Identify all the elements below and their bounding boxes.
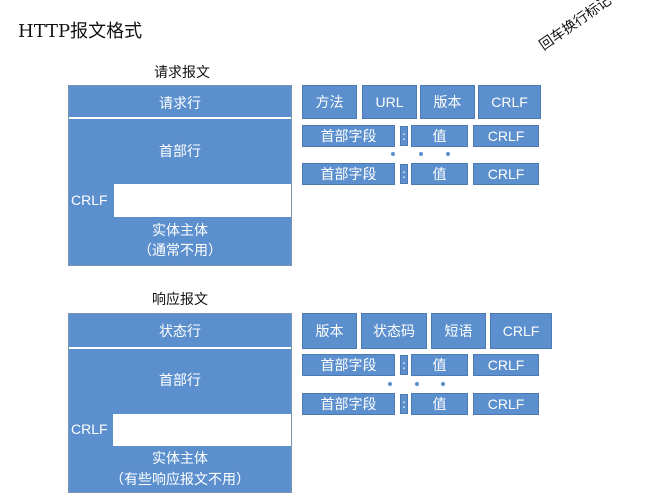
request-header-value-box-1: 值 — [411, 125, 468, 147]
response-header-colon-box-2: : — [400, 394, 408, 414]
request-header-crlf-box-2: CRLF — [473, 163, 539, 185]
response-header-colon-box-1: : — [400, 355, 408, 375]
request-header-field-box-1: 首部字段 — [302, 125, 395, 147]
request-header-value-box-2: 值 — [411, 163, 468, 185]
response-message-panel: 状态行 首部行 CRLF 实体主体 （有些响应报文不用） — [68, 313, 292, 493]
response-section-title: 响应报文 — [152, 292, 208, 308]
request-method-box: 方法 — [302, 85, 357, 119]
response-status-line-crlf-box: CRLF — [490, 313, 552, 349]
response-header-field-box-2: 首部字段 — [302, 393, 395, 415]
request-entity-body-label: 实体主体 — [152, 223, 208, 239]
request-header-colon-box-2: : — [400, 164, 408, 184]
request-message-panel: 请求行 首部行 CRLF 实体主体 （通常不用） — [68, 85, 292, 266]
response-header-field-box-1: 首部字段 — [302, 354, 395, 376]
request-line-divider — [69, 117, 291, 119]
response-ellipsis-dot-3 — [441, 382, 445, 386]
response-ellipsis-dot-1 — [388, 382, 392, 386]
request-empty-line-area — [114, 184, 291, 217]
response-status-line-label: 状态行 — [159, 324, 201, 340]
request-header-colon-box-1: : — [400, 126, 408, 146]
response-header-value-box-2: 值 — [411, 393, 468, 415]
request-url-box: URL — [362, 85, 417, 119]
crlf-note-label: 回车换行标记 — [536, 0, 615, 54]
response-ellipsis-dot-2 — [415, 382, 419, 386]
request-entity-note: （通常不用） — [138, 243, 222, 259]
response-header-lines-label: 首部行 — [159, 373, 201, 389]
request-section-title: 请求报文 — [154, 65, 210, 81]
page-title: HTTP报文格式 — [18, 21, 143, 42]
request-header-lines-label: 首部行 — [159, 144, 201, 160]
request-ellipsis-dot-1 — [391, 152, 395, 156]
response-entity-body-label: 实体主体 — [152, 451, 208, 467]
request-header-field-box-2: 首部字段 — [302, 163, 395, 185]
response-header-crlf-box-2: CRLF — [473, 393, 539, 415]
response-version-box: 版本 — [302, 313, 357, 349]
request-ellipsis-dot-3 — [446, 152, 450, 156]
request-line-label: 请求行 — [159, 96, 201, 112]
request-line-crlf-box: CRLF — [478, 85, 541, 119]
request-ellipsis-dot-2 — [419, 152, 423, 156]
response-entity-note: （有些响应报文不用） — [110, 472, 250, 488]
response-status-line-divider — [69, 347, 291, 349]
request-version-box: 版本 — [420, 85, 475, 119]
response-empty-line-area — [113, 414, 291, 446]
request-header-crlf-box-1: CRLF — [473, 125, 539, 147]
response-header-crlf-box-1: CRLF — [473, 354, 539, 376]
response-crlf-label: CRLF — [71, 421, 108, 437]
response-status-code-box: 状态码 — [361, 313, 427, 349]
response-header-value-box-1: 值 — [411, 354, 468, 376]
request-crlf-label: CRLF — [71, 192, 108, 208]
response-reason-phrase-box: 短语 — [431, 313, 486, 349]
